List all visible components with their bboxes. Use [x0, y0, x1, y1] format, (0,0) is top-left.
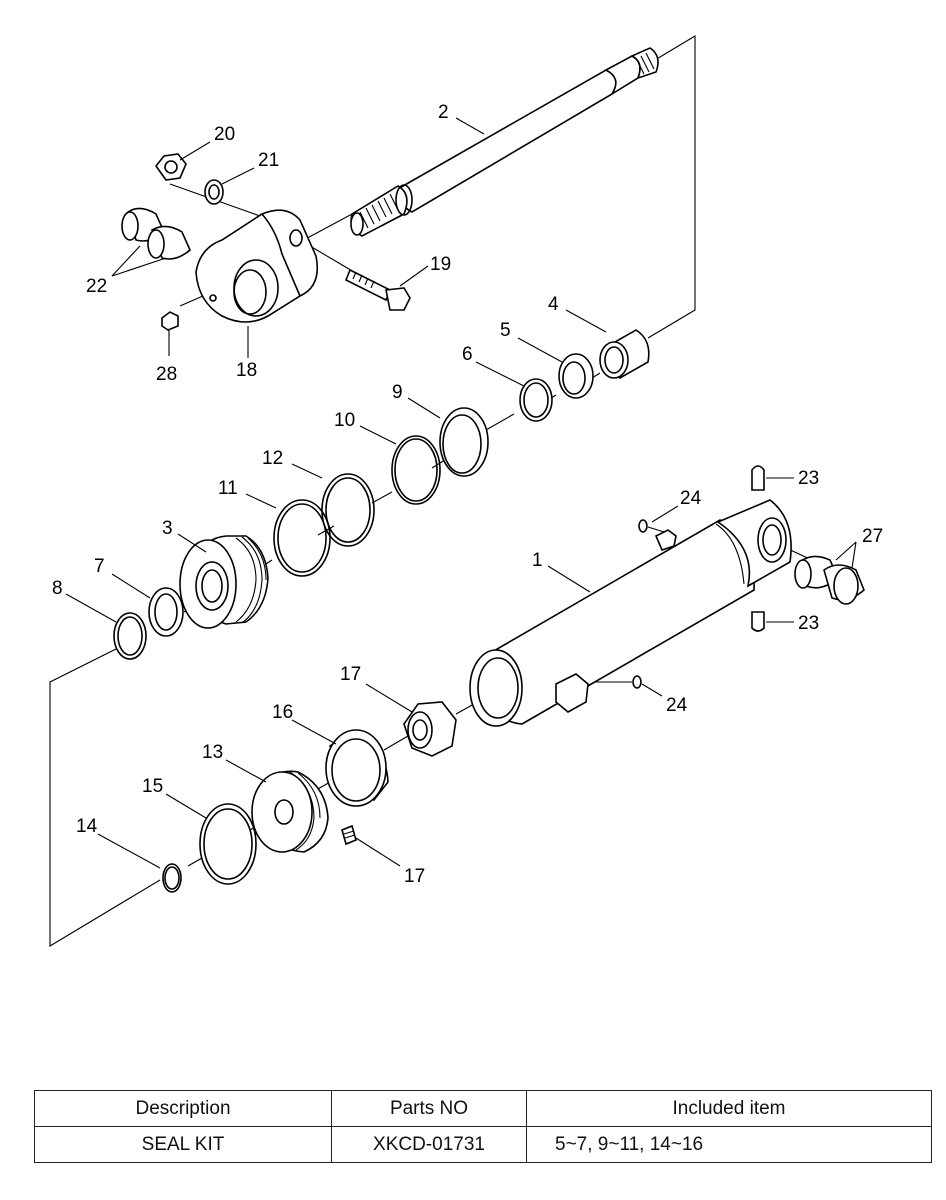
- grease-nipple-small: [161, 311, 179, 356]
- callout-7: 7: [94, 556, 105, 577]
- callout-labels: 2 20 21 22 19 28 18 4 5 6 9 10 12 11 3 1…: [52, 102, 883, 887]
- callout-12: 12: [262, 448, 283, 469]
- header-included-item: Included item: [526, 1090, 932, 1127]
- callout-24-top: 24: [680, 488, 702, 509]
- o-rings-24: [632, 519, 648, 689]
- leader-lines: [65, 117, 857, 869]
- cell-parts-no: XKCD-01731: [331, 1126, 527, 1163]
- ring-12: [321, 473, 375, 547]
- washer: [204, 179, 224, 205]
- callout-17-screw: 17: [404, 866, 425, 887]
- callout-14: 14: [76, 816, 98, 837]
- backup-ring: [519, 378, 553, 422]
- ring-11: [273, 499, 331, 577]
- callout-23-bottom: 23: [798, 613, 819, 634]
- piston-seal: [199, 803, 257, 885]
- callout-27: 27: [862, 526, 883, 547]
- callout-20: 20: [214, 124, 235, 145]
- rod-eye: [195, 209, 319, 323]
- header-parts-no: Parts NO: [331, 1090, 527, 1127]
- callout-24-bottom: 24: [666, 695, 688, 716]
- callout-10: 10: [334, 410, 355, 431]
- cylinder-head: [179, 535, 269, 629]
- wear-ring: [325, 729, 389, 807]
- callout-21: 21: [258, 150, 279, 171]
- callout-11: 11: [218, 478, 238, 499]
- o-ring-14: [162, 863, 182, 893]
- dust-wiper: [148, 587, 184, 637]
- callout-22: 22: [86, 276, 107, 297]
- grease-nipples-23: [751, 465, 765, 632]
- callout-3: 3: [162, 518, 173, 539]
- callout-9: 9: [392, 382, 403, 403]
- o-ring-9: [439, 407, 489, 477]
- callout-8: 8: [52, 578, 63, 599]
- callout-4: 4: [548, 294, 559, 315]
- exploded-parts-diagram: 2 20 21 22 19 28 18 4 5 6 9 10 12 11 3 1…: [49, 35, 883, 947]
- cell-included-item: 5~7, 9~11, 14~16: [526, 1126, 932, 1163]
- table-row: SEAL KIT XKCD-01731 5~7, 9~11, 14~16: [34, 1126, 932, 1163]
- callout-5: 5: [500, 320, 511, 341]
- rod-bushing: [599, 329, 650, 379]
- callout-2: 2: [438, 102, 449, 123]
- cell-description: SEAL KIT: [34, 1126, 332, 1163]
- callout-16: 16: [272, 702, 293, 723]
- header-description: Description: [34, 1090, 332, 1127]
- callout-23-top: 23: [798, 468, 819, 489]
- bolt: [344, 268, 411, 311]
- cylinder-tube: [469, 499, 792, 727]
- table-header-row: Description Parts NO Included item: [34, 1090, 932, 1127]
- callout-17-nut: 17: [340, 664, 361, 685]
- piston: [251, 770, 329, 853]
- callout-13: 13: [202, 742, 223, 763]
- snap-ring: [113, 612, 147, 660]
- rod-eye-bushings: [121, 207, 191, 260]
- hex-nut-small: [154, 153, 187, 181]
- set-screw: [341, 824, 357, 846]
- seal-kit-table: Description Parts NO Included item SEAL …: [34, 1090, 932, 1163]
- callout-19: 19: [430, 254, 451, 275]
- piston-nut: [403, 701, 457, 757]
- callout-15: 15: [142, 776, 163, 797]
- callout-18: 18: [236, 360, 257, 381]
- callout-6: 6: [462, 344, 473, 365]
- o-ring-10: [391, 435, 441, 505]
- rod-seal: [558, 353, 594, 399]
- tube-bushings: [794, 555, 865, 605]
- callout-28: 28: [156, 364, 177, 385]
- callout-1: 1: [532, 550, 543, 571]
- piston-rod: [350, 47, 659, 237]
